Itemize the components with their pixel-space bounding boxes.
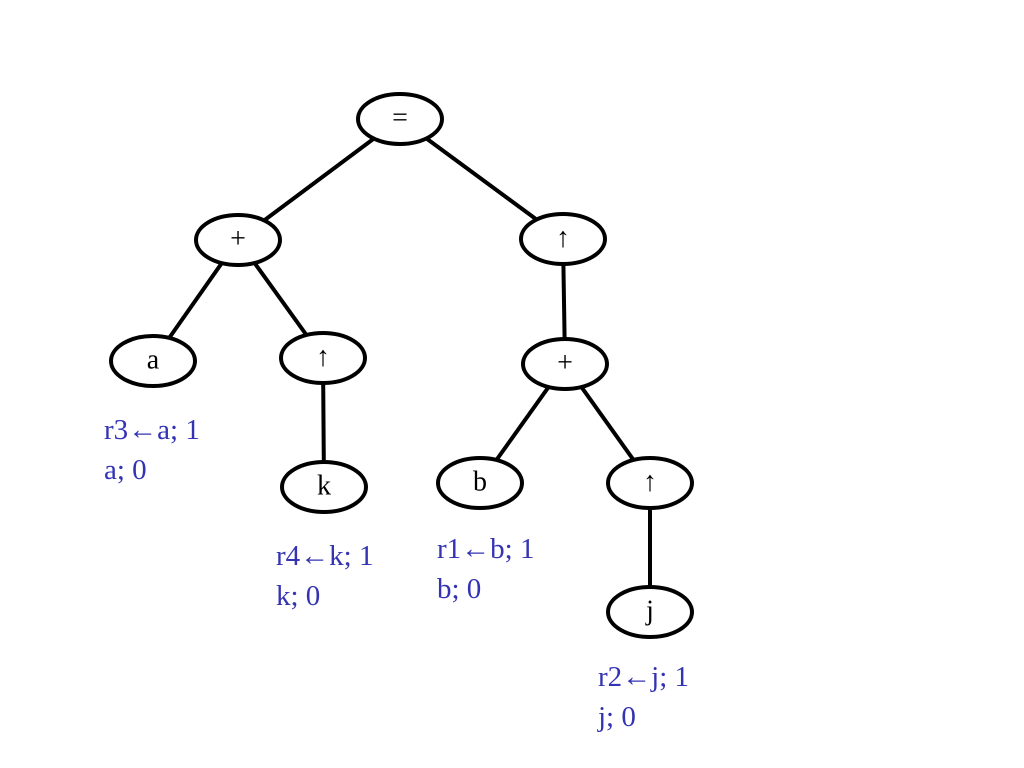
annotation-k-line-2: k; 0	[276, 580, 321, 612]
node-leaf-k: k	[280, 460, 368, 514]
node-plus-left-label: +	[230, 223, 246, 254]
node-root-label: =	[392, 102, 408, 133]
node-leaf-a: a	[109, 334, 197, 388]
node-plus-right: +	[521, 337, 609, 391]
node-leaf-b-label: b	[473, 466, 487, 497]
node-leaf-a-label: a	[147, 344, 160, 375]
node-root-ellipse	[356, 92, 444, 146]
annotation-b: r1←b; 1 b; 0	[437, 529, 534, 609]
node-leaf-j-ellipse	[606, 585, 694, 639]
node-up-left-ellipse	[279, 331, 367, 385]
node-up-inner-ellipse	[606, 456, 694, 510]
annotation-k: r4←k; 1 k; 0	[276, 536, 373, 616]
annotation-j-line-2: j; 0	[598, 701, 636, 733]
annotation-k-line-1: r4←k; 1	[276, 540, 374, 572]
node-leaf-b-ellipse	[436, 456, 524, 510]
annotation-j-line-1: r2←j; 1	[598, 661, 690, 693]
node-leaf-j-label: j	[645, 595, 654, 626]
node-plus-left-ellipse	[194, 213, 282, 267]
node-leaf-k-label: k	[317, 470, 331, 501]
annotation-b-line-2: b; 0	[437, 573, 482, 605]
node-up-left: ↑	[279, 331, 367, 385]
node-up-right-label: ↑	[556, 222, 570, 253]
annotation-b-line-1: r1←b; 1	[437, 533, 535, 565]
annotation-a-line-2: a; 0	[104, 454, 147, 486]
node-plus-right-label: +	[557, 347, 573, 378]
node-up-inner: ↑	[606, 456, 694, 510]
node-up-right: ↑	[519, 212, 607, 266]
node-leaf-j: j	[606, 585, 694, 639]
node-leaf-k-ellipse	[280, 460, 368, 514]
node-up-inner-label: ↑	[643, 466, 657, 497]
annotation-j: r2←j; 1 j; 0	[598, 657, 689, 737]
annotation-a-line-1: r3←a; 1	[104, 414, 200, 446]
node-plus-left: +	[194, 213, 282, 267]
annotation-a: r3←a; 1 a; 0	[104, 410, 200, 490]
node-up-left-label: ↑	[316, 341, 330, 372]
node-leaf-b: b	[436, 456, 524, 510]
node-leaf-a-ellipse	[109, 334, 197, 388]
node-root: =	[356, 92, 444, 146]
node-up-right-ellipse	[519, 212, 607, 266]
nodes-layer: = + ↑ a ↑ k + b ↑ j	[109, 92, 694, 639]
node-plus-right-ellipse	[521, 337, 609, 391]
